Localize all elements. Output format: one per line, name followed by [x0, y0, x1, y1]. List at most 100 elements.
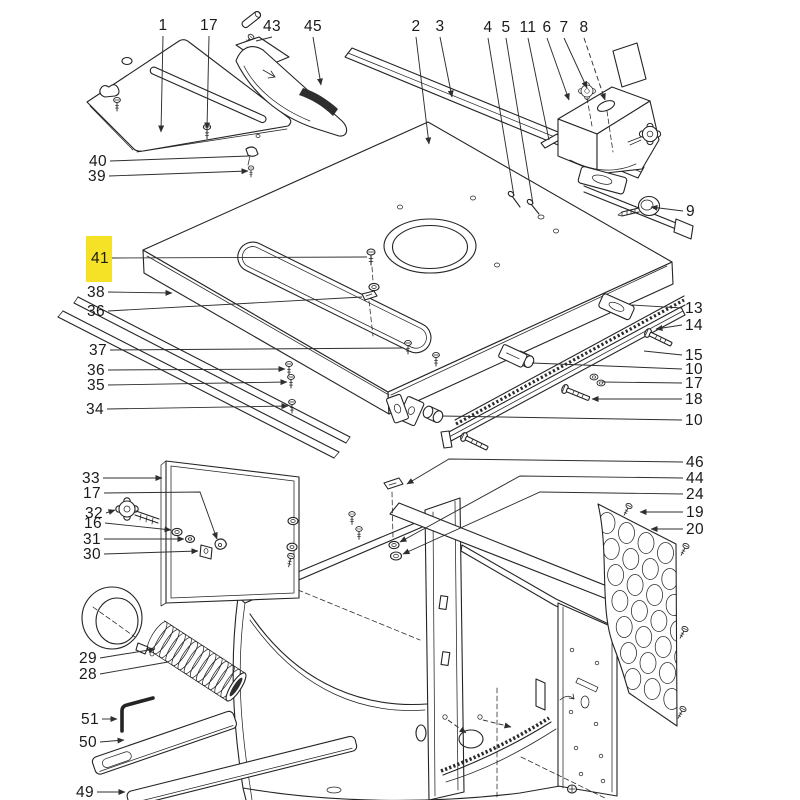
callout-5[interactable]: 5 — [501, 19, 534, 205]
callout-8[interactable]: 8 — [579, 19, 606, 101]
leader-line — [106, 403, 289, 410]
tools — [91, 696, 358, 800]
leader-line — [655, 324, 683, 331]
leader-line — [441, 415, 683, 421]
callout-2[interactable]: 2 — [411, 18, 432, 145]
callout-3[interactable]: 3 — [435, 18, 454, 98]
part-number[interactable]: 5 — [501, 19, 510, 36]
part-number[interactable]: 17 — [83, 485, 101, 502]
callout-28[interactable]: 28 — [79, 661, 169, 683]
part-number[interactable]: 35 — [87, 377, 105, 394]
part-number[interactable]: 17 — [200, 17, 218, 34]
callout-39[interactable]: 39 — [88, 168, 249, 185]
callout-30[interactable]: 30 — [83, 546, 199, 563]
callout-32[interactable]: 32 — [85, 505, 116, 522]
part-number[interactable]: 36 — [87, 362, 105, 379]
part-number[interactable]: 51 — [81, 711, 99, 728]
callout-11[interactable]: 11 — [520, 19, 550, 141]
part-number[interactable]: 14 — [685, 317, 703, 334]
callout-49[interactable]: 49 — [76, 784, 126, 800]
part-number[interactable]: 41 — [91, 250, 109, 267]
part-number[interactable]: 9 — [686, 203, 695, 220]
callout-1[interactable]: 1 — [158, 17, 167, 133]
part-number[interactable]: 28 — [79, 666, 97, 683]
callout-18[interactable]: 18 — [591, 391, 703, 408]
part-number[interactable]: 43 — [263, 18, 281, 35]
part-number[interactable]: 18 — [685, 391, 703, 408]
callout-19[interactable]: 19 — [639, 504, 704, 521]
part-number[interactable]: 8 — [579, 19, 588, 36]
callout-41[interactable]: 41 — [91, 250, 368, 267]
callout-24[interactable]: 24 — [402, 486, 704, 555]
part-number[interactable]: 39 — [88, 168, 106, 185]
perforated-panel — [597, 501, 691, 727]
part-number[interactable]: 15 — [685, 347, 703, 364]
part-number[interactable]: 1 — [158, 17, 167, 34]
part-number[interactable]: 17 — [685, 375, 703, 392]
callout-33[interactable]: 33 — [82, 470, 163, 487]
part-number[interactable]: 13 — [685, 300, 703, 317]
part-number[interactable]: 3 — [435, 18, 444, 35]
leader-line — [108, 168, 249, 177]
part-number[interactable]: 49 — [76, 784, 94, 800]
callout-51[interactable]: 51 — [81, 711, 118, 728]
callout-43[interactable]: 43 — [255, 18, 281, 42]
callout-36[interactable]: 36 — [87, 296, 363, 320]
part-number[interactable]: 30 — [83, 546, 101, 563]
part-number[interactable]: 10 — [685, 412, 703, 429]
part-number[interactable]: 6 — [542, 19, 551, 36]
part-number[interactable]: 4 — [483, 19, 492, 36]
callout-40[interactable]: 40 — [89, 153, 250, 170]
callout-6[interactable]: 6 — [542, 19, 570, 101]
part-number[interactable]: 11 — [520, 19, 537, 36]
part-number[interactable]: 36 — [87, 303, 105, 320]
callout-14[interactable]: 14 — [655, 317, 703, 334]
part-number[interactable]: 10 — [685, 361, 703, 378]
part-number[interactable]: 40 — [89, 153, 107, 170]
part-number[interactable]: 38 — [87, 284, 105, 301]
callout-7[interactable]: 7 — [559, 19, 588, 89]
part-number[interactable]: 32 — [85, 505, 103, 522]
callout-31[interactable]: 31 — [83, 531, 185, 548]
leader-line — [487, 37, 515, 197]
part-number[interactable]: 24 — [686, 486, 704, 503]
leader-line — [546, 37, 570, 101]
part-number[interactable]: 37 — [89, 342, 107, 359]
part-number[interactable]: 7 — [559, 19, 568, 36]
part-number[interactable]: 2 — [411, 18, 420, 35]
part-number[interactable]: 19 — [686, 504, 704, 521]
callout-44[interactable]: 44 — [399, 470, 704, 543]
part-number[interactable]: 20 — [686, 521, 704, 538]
part-number[interactable]: 31 — [83, 531, 101, 548]
callout-16[interactable]: 16 — [84, 515, 172, 533]
callout-17[interactable]: 17 — [200, 17, 218, 130]
callout-37[interactable]: 37 — [89, 342, 405, 359]
part-number[interactable]: 34 — [86, 401, 104, 418]
callout-17[interactable]: 17 — [601, 375, 703, 392]
part-number[interactable]: 45 — [304, 18, 322, 35]
callout-35[interactable]: 35 — [87, 377, 288, 394]
part-number[interactable]: 44 — [686, 470, 704, 487]
callout-10[interactable]: 10 — [531, 361, 703, 378]
callout-45[interactable]: 45 — [304, 18, 323, 86]
miter-extension-plate — [86, 39, 292, 153]
part-number[interactable]: 16 — [84, 515, 102, 532]
part-number[interactable]: 33 — [82, 470, 100, 487]
callout-20[interactable]: 20 — [650, 521, 704, 538]
part-number[interactable]: 50 — [79, 734, 97, 751]
part-number[interactable]: 46 — [686, 454, 704, 471]
part-number[interactable]: 29 — [79, 650, 97, 667]
callout-4[interactable]: 4 — [483, 19, 515, 197]
callout-34[interactable]: 34 — [86, 401, 289, 418]
callout-13[interactable]: 13 — [631, 300, 703, 317]
callout-29[interactable]: 29 — [79, 647, 156, 667]
callout-17[interactable]: 17 — [83, 485, 218, 540]
callout-38[interactable]: 38 — [87, 284, 173, 301]
callout-50[interactable]: 50 — [79, 734, 125, 751]
callout-46[interactable]: 46 — [406, 454, 704, 485]
callout-10[interactable]: 10 — [441, 412, 703, 429]
callout-36[interactable]: 36 — [87, 362, 286, 379]
leader-line — [583, 37, 606, 101]
callout-15[interactable]: 15 — [643, 347, 703, 364]
callout-9[interactable]: 9 — [650, 203, 695, 220]
